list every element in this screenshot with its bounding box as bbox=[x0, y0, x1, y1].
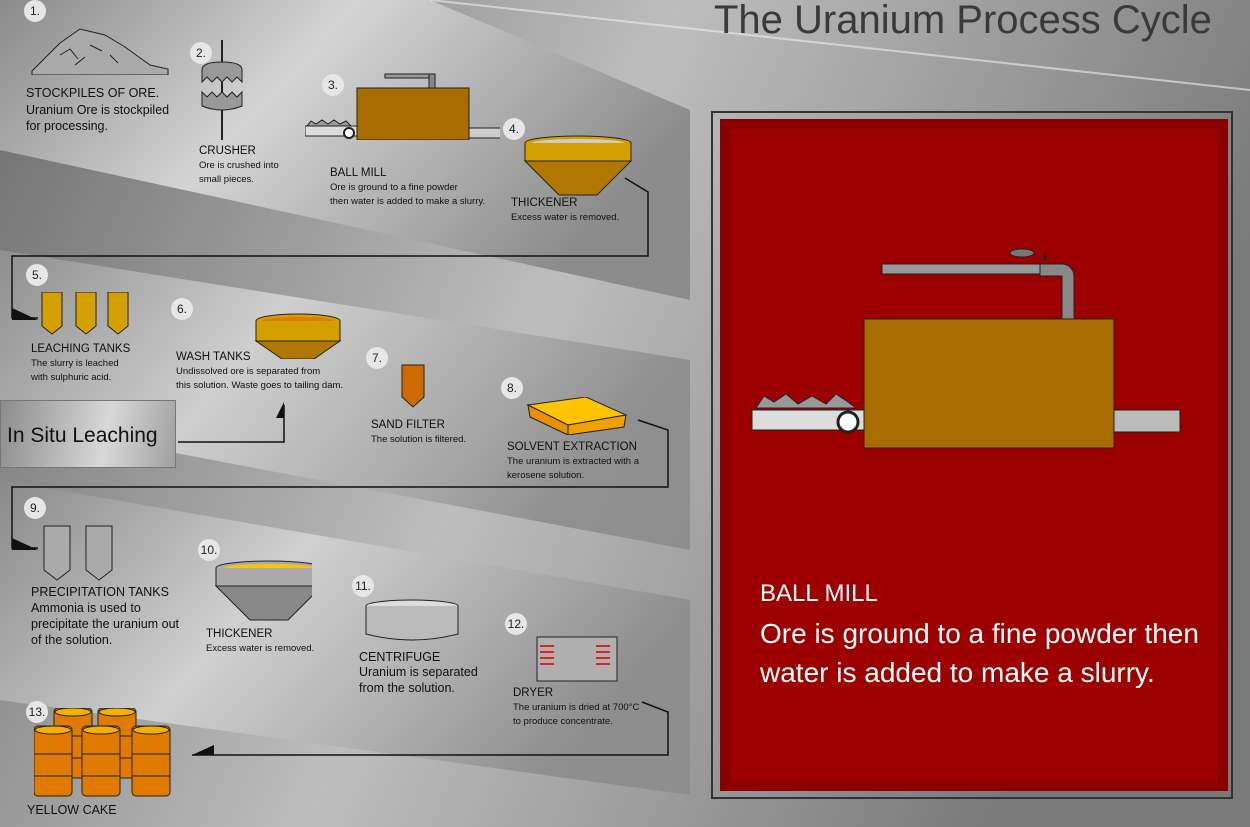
step-number-badge: 11. bbox=[352, 575, 374, 597]
step-title: DRYER bbox=[513, 687, 554, 699]
detail-panel-border bbox=[711, 111, 1233, 799]
step-number-badge: 9. bbox=[24, 497, 46, 519]
description-line: Uranium Ore is stockpiled bbox=[26, 103, 170, 117]
ball-mill-large-icon bbox=[751, 248, 1181, 449]
description-line: of the solution. bbox=[31, 633, 113, 647]
ball-mill-icon[interactable] bbox=[305, 70, 500, 140]
description-line: from the solution. bbox=[359, 681, 455, 695]
thickener-icon[interactable] bbox=[214, 560, 312, 624]
step-title: THICKENER bbox=[511, 197, 578, 209]
step-number-badge: 2. bbox=[190, 42, 212, 64]
sand-filter-icon[interactable] bbox=[400, 363, 426, 409]
step-description: Ore is ground to a fine powder then water… bbox=[330, 181, 485, 209]
step-number-badge: 3. bbox=[322, 74, 344, 96]
description-line: kerosene solution. bbox=[507, 470, 585, 481]
description-line: The uranium is dried at 700°C bbox=[513, 702, 640, 713]
step-description: Undissolved ore is separated from this so… bbox=[176, 365, 343, 393]
thickener-icon[interactable] bbox=[523, 135, 633, 197]
step-title: THICKENER bbox=[206, 628, 273, 640]
step-title: BALL MILL bbox=[330, 167, 387, 179]
solvent-extraction-icon[interactable] bbox=[526, 397, 628, 435]
page-title: The Uranium Process Cycle bbox=[714, 0, 1212, 42]
description-line: Uranium is separated bbox=[359, 665, 478, 679]
step-title: CRUSHER bbox=[199, 145, 256, 157]
description-line: then water is added to make a slurry. bbox=[330, 196, 486, 207]
step-number-badge: 8. bbox=[501, 377, 523, 399]
description-line: this solution. Waste goes to tailing dam… bbox=[176, 380, 344, 391]
step-title: PRECIPITATION TANKS bbox=[31, 585, 169, 599]
step-description: Ammonia is used to precipitate the uraniu… bbox=[31, 600, 179, 648]
description-line: Ammonia is used to bbox=[31, 601, 141, 615]
centrifuge-icon[interactable] bbox=[364, 598, 462, 642]
detail-title: BALL MILL bbox=[760, 580, 878, 607]
description-line: precipitate the uranium out bbox=[31, 617, 180, 631]
step-title: SAND FILTER bbox=[371, 419, 445, 431]
description-line: for processing. bbox=[26, 119, 108, 133]
description-line: Ore is crushed into bbox=[199, 160, 279, 171]
description-line: Excess water is removed. bbox=[511, 212, 620, 223]
description-line: The uranium is extracted with a bbox=[507, 456, 640, 467]
description-line: to produce concentrate. bbox=[513, 716, 613, 727]
step-description: Uranium is separated from the solution. bbox=[359, 664, 478, 696]
precipitation-tanks-icon[interactable] bbox=[42, 522, 118, 584]
leaching-tanks-icon[interactable] bbox=[40, 292, 130, 336]
description-line: with sulphuric acid. bbox=[31, 372, 112, 383]
step-title: LEACHING TANKS bbox=[31, 343, 131, 355]
description-line: Undissolved ore is separated from bbox=[176, 366, 321, 377]
barrels-icon[interactable] bbox=[34, 708, 174, 803]
step-number-badge: 1. bbox=[24, 0, 46, 22]
step-number-badge: 4. bbox=[503, 118, 525, 140]
step-number-badge: 10. bbox=[198, 539, 220, 561]
dryer-icon[interactable] bbox=[536, 636, 618, 682]
step-description: The solution is filtered. bbox=[371, 433, 466, 447]
step-title: CENTRIFUGE bbox=[359, 650, 441, 664]
step-description: The uranium is dried at 700°C to produce … bbox=[513, 701, 639, 729]
ore-pile-icon[interactable] bbox=[30, 25, 170, 75]
in-situ-leaching-button[interactable]: In Situ Leaching bbox=[0, 400, 176, 468]
step-number-badge: 7. bbox=[366, 347, 388, 369]
step-description: Excess water is removed. bbox=[206, 642, 314, 656]
description-line: The slurry is leached bbox=[31, 358, 119, 369]
detail-panel bbox=[720, 119, 1228, 791]
crusher-icon[interactable] bbox=[200, 40, 245, 140]
detail-description: Ore is ground to a fine powder then wate… bbox=[760, 618, 1199, 688]
description-line: small pieces. bbox=[199, 174, 254, 185]
step-title: STOCKPILES OF ORE. bbox=[26, 86, 160, 100]
step-description: Uranium Ore is stockpiled for processing. bbox=[26, 102, 169, 134]
step-description: The uranium is extracted with a kerosene … bbox=[507, 455, 639, 483]
step-title: WASH TANKS bbox=[176, 351, 251, 363]
step-number-badge: 5. bbox=[26, 264, 48, 286]
step-description: Excess water is removed. bbox=[511, 211, 619, 225]
step-title: SOLVENT EXTRACTION bbox=[507, 441, 637, 453]
description-line: Ore is ground to a fine powder bbox=[330, 182, 458, 193]
step-title: YELLOW CAKE bbox=[27, 803, 117, 817]
step-number-badge: 12. bbox=[505, 613, 527, 635]
step-number-badge: 6. bbox=[171, 298, 193, 320]
step-number-badge: 13. bbox=[26, 701, 48, 723]
wash-tank-icon[interactable] bbox=[254, 313, 342, 359]
step-description: The slurry is leached with sulphuric acid… bbox=[31, 357, 119, 385]
description-line: The solution is filtered. bbox=[371, 434, 467, 445]
step-description: Ore is crushed into small pieces. bbox=[199, 159, 279, 187]
description-line: Excess water is removed. bbox=[206, 643, 315, 654]
